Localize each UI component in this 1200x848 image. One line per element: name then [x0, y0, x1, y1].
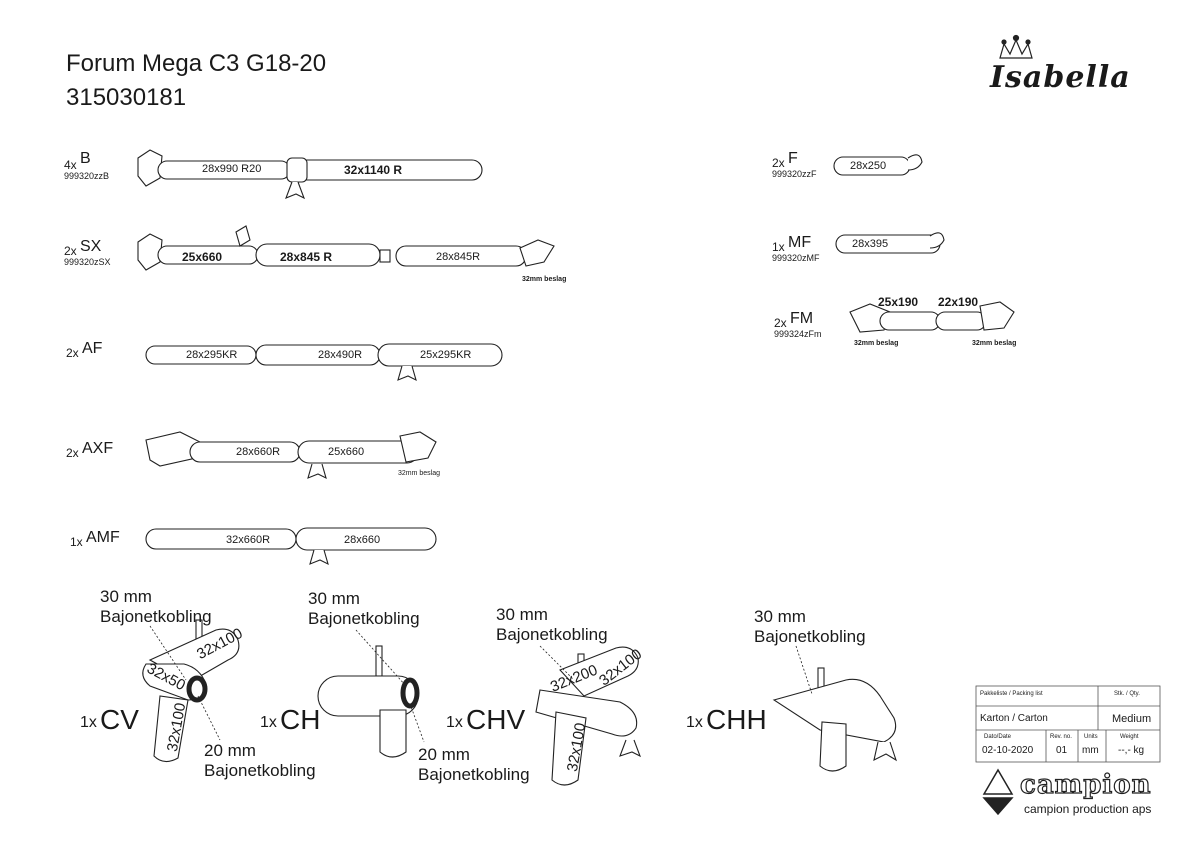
date-label: Dato/Date	[984, 734, 1012, 740]
part-code: 999320zSX	[64, 257, 111, 267]
packing-table	[975, 685, 1161, 763]
segment-label: 28x660R	[236, 446, 281, 458]
top-note-line-1: 30 mm	[754, 607, 806, 626]
top-note-line-1: 30 mm	[496, 605, 548, 624]
part-code: 999320zzB	[64, 171, 110, 181]
segment-label: 25x190	[878, 295, 919, 309]
part-qty: 2x	[66, 446, 79, 460]
date-value: 02-10-2020	[982, 745, 1034, 756]
segment-label: 25x660	[182, 250, 223, 264]
pole-sx	[137, 225, 555, 271]
connector-chv	[535, 646, 642, 786]
bottom-note-line-1: 20 mm	[204, 741, 256, 760]
part-id: AXF	[82, 440, 114, 457]
campion-logo-mark	[982, 768, 1014, 816]
bottom-note-line-2: Bajonetkobling	[204, 761, 316, 780]
top-note-line-2: Bajonetkobling	[496, 625, 608, 644]
connector-qty: 1x	[260, 714, 277, 731]
segment-label: 28x845R	[436, 251, 481, 263]
segment-label: 32x660R	[226, 534, 271, 546]
units-label: Units	[1084, 734, 1098, 740]
segment-label: 28x395	[852, 238, 889, 250]
packing-header-right: Stk. / Qty.	[1114, 691, 1140, 697]
fitting-note: 32mm beslag	[854, 340, 899, 347]
segment-label: 28x845 R	[280, 250, 333, 264]
segment-label: 28x490R	[318, 349, 363, 361]
top-note-line-2: Bajonetkobling	[308, 609, 420, 628]
fitting-note: 32mm beslag	[398, 470, 441, 477]
pole-fm	[849, 301, 1015, 333]
pole-f	[833, 154, 923, 176]
part-qty: 1x	[772, 240, 785, 254]
packing-item: Karton / Carton	[980, 713, 1048, 724]
document-number: 315030181	[66, 84, 187, 111]
segment-label: 32x1140 R	[344, 163, 403, 177]
top-note-line-1: 30 mm	[100, 587, 152, 606]
fitting-note: 32mm beslag	[972, 340, 1017, 347]
part-id: MF	[788, 234, 812, 251]
connector-qty: 1x	[80, 714, 97, 731]
connector-id: CH	[280, 704, 321, 735]
top-note-line-2: Bajonetkobling	[100, 607, 212, 626]
weight-label: Weight	[1120, 734, 1139, 740]
crown-logo	[999, 34, 1033, 59]
connector-id: CHH	[706, 704, 767, 735]
segment-label: 25x660	[328, 446, 365, 458]
part-id: B	[80, 150, 91, 167]
part-code: 999320zzF	[772, 169, 817, 179]
weight-value: --,- kg	[1118, 745, 1145, 756]
packing-header-left: Pakkeliste / Packing list	[980, 691, 1043, 697]
part-qty: 2x	[772, 156, 785, 170]
campion-subtitle: campion production aps	[1024, 802, 1152, 816]
part-qty: 2x	[64, 244, 77, 258]
segment-label: 22x190	[938, 295, 979, 309]
segment-label: 28x990 R20	[202, 163, 262, 175]
segment-label: 28x250	[850, 160, 887, 172]
connector-qty: 1x	[446, 714, 463, 731]
part-code: 999320zMF	[772, 253, 820, 263]
part-id: AF	[82, 340, 103, 357]
pole-af	[145, 343, 503, 382]
part-qty: 2x	[774, 316, 787, 330]
connector-cv	[142, 619, 240, 763]
connector-chh	[772, 667, 897, 772]
pole-axf	[145, 431, 437, 480]
part-qty: 1x	[70, 535, 83, 549]
isabella-logo: Isabella	[990, 60, 1131, 95]
part-id: AMF	[86, 529, 120, 546]
pole-amf	[145, 527, 437, 566]
part-qty: 4x	[64, 158, 77, 172]
segment-label: 28x295KR	[186, 349, 238, 361]
rev-label: Rev. no.	[1050, 734, 1072, 740]
units-value: mm	[1082, 745, 1099, 756]
connector-qty: 1x	[686, 714, 703, 731]
rev-value: 01	[1056, 745, 1068, 756]
connector-id: CV	[100, 704, 139, 735]
pole-b	[137, 149, 483, 200]
connector-id: CHV	[466, 704, 526, 735]
top-note-line-2: Bajonetkobling	[754, 627, 866, 646]
packing-item-qty: Medium	[1112, 713, 1152, 725]
segment-label: 25x295KR	[420, 349, 472, 361]
fitting-note: 32mm beslag	[522, 276, 567, 283]
part-code: 999324zFm	[774, 329, 822, 339]
connector-ch	[317, 645, 420, 758]
segment-label: 28x660	[344, 534, 381, 546]
document-title: Forum Mega C3 G18-20	[66, 50, 327, 77]
part-id: F	[788, 150, 798, 167]
part-qty: 2x	[66, 346, 79, 360]
part-id: SX	[80, 238, 102, 255]
campion-wordmark: campion	[1019, 769, 1152, 800]
pole-mf	[835, 232, 945, 254]
top-note-line-1: 30 mm	[308, 589, 360, 608]
bottom-note-line-1: 20 mm	[418, 745, 470, 764]
part-id: FM	[790, 310, 814, 327]
bottom-note-line-2: Bajonetkobling	[418, 765, 530, 784]
